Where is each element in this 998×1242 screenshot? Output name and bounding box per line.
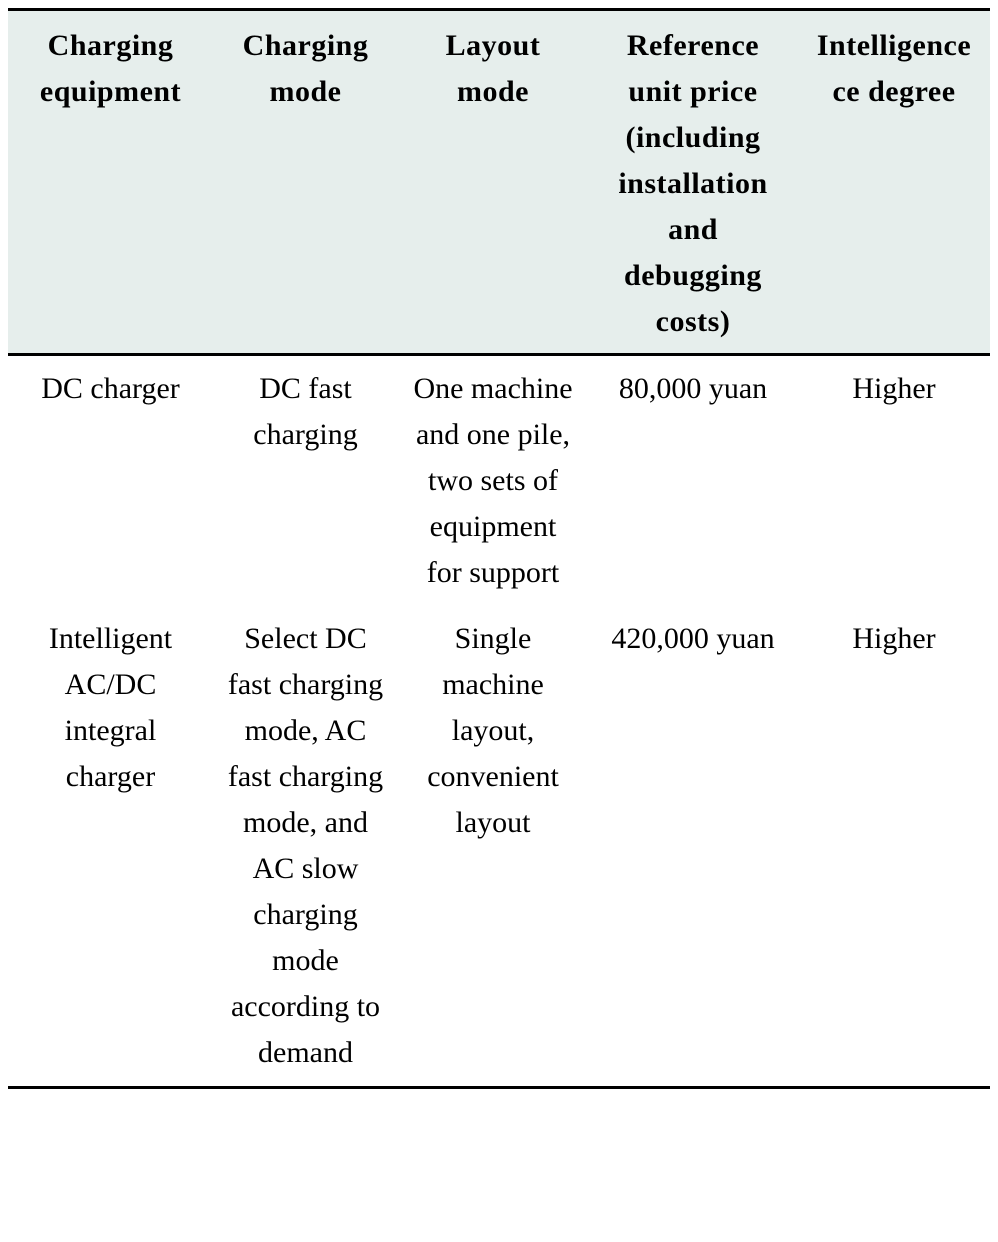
cell-charging-mode: DC fast charging (253, 372, 358, 451)
header-charging-mode: Charging mode (242, 29, 369, 108)
header-reference-unit-price: Reference unit price (including installa… (618, 29, 768, 338)
cell-unit-price: 80,000 yuan (618, 372, 768, 405)
table-row: DC charger DC fast charging One machine … (8, 355, 990, 607)
cell-intelligence-degree: Higher (852, 372, 936, 405)
table-header: Charging equipment Charging mode Layout … (8, 9, 990, 355)
table-body: DC charger DC fast charging One machine … (8, 355, 990, 1088)
header-charging-equipment: Charging equipment (39, 29, 182, 108)
charging-equipment-table: Charging equipment Charging mode Layout … (8, 8, 990, 1089)
header-row: Charging equipment Charging mode Layout … (8, 9, 990, 355)
comparison-table-container: Charging equipment Charging mode Layout … (8, 8, 990, 1089)
cell-layout-mode: Single machine layout, convenient layout (427, 622, 559, 839)
header-layout-mode: Layout mode (445, 29, 541, 108)
cell-intelligence-degree: Higher (852, 622, 936, 655)
cell-charging-mode: Select DC fast charging mode, AC fast ch… (227, 622, 384, 1069)
header-intelligence-degree: Intelligence ce degree (816, 29, 972, 108)
cell-unit-price: 420,000 yuan (611, 622, 775, 655)
cell-equipment: Intelligent AC/DC integral charger (48, 622, 173, 793)
cell-equipment: DC charger (41, 372, 180, 405)
table-row: Intelligent AC/DC integral charger Selec… (8, 606, 990, 1088)
cell-layout-mode: One machine and one pile, two sets of eq… (413, 372, 573, 589)
